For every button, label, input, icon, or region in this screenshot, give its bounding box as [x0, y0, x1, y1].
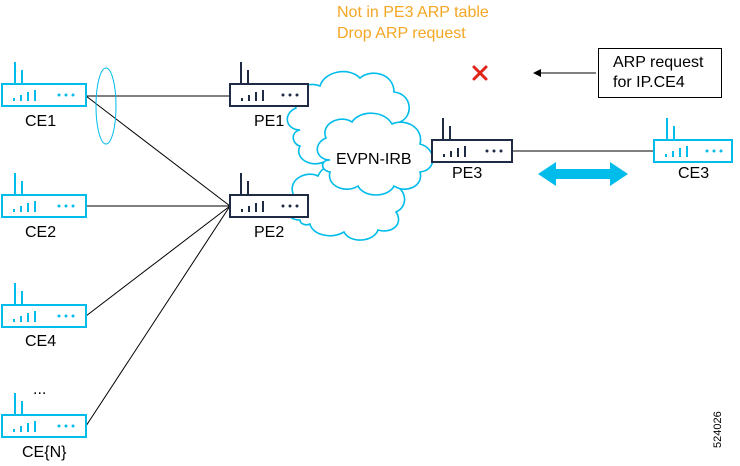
- arp-request-callout: ARP request for IP.CE4: [598, 48, 722, 98]
- multihoming-ellipse: [95, 67, 117, 145]
- bidirectional-arrow-icon: [538, 162, 628, 186]
- drop-x-icon: [472, 65, 488, 81]
- label-pe1: PE1: [254, 113, 285, 130]
- links: [85, 95, 654, 427]
- pe2-router-icon: [229, 173, 309, 218]
- link-ce1-pe2: [85, 95, 231, 207]
- warning-line-1: Not in PE3 ARP table: [337, 4, 489, 21]
- cloud-label: EVPN-IRB: [336, 151, 412, 168]
- callout-line-1: ARP request: [613, 54, 704, 71]
- cen-router-icon: [1, 393, 87, 438]
- label-ce2: CE2: [25, 224, 57, 241]
- callout-line-2: for IP.CE4: [613, 74, 685, 91]
- label-ce4: CE4: [25, 333, 57, 350]
- pe1-router-icon: [229, 62, 309, 107]
- ce3-router-icon: [653, 118, 733, 163]
- evpn-irb-cloud: [284, 70, 434, 241]
- warning-line-2: Drop ARP request: [337, 25, 466, 42]
- link-cen-pe2: [85, 205, 231, 427]
- ce4-router-icon: [1, 283, 87, 328]
- label-ce3: CE3: [678, 165, 710, 182]
- link-ce4-pe2: [85, 205, 231, 317]
- pe3-router-icon: [431, 118, 513, 163]
- label-cen: CE{N}: [22, 444, 67, 461]
- label-pe2: PE2: [254, 224, 285, 241]
- label-ce1: CE1: [25, 113, 57, 130]
- ce2-router-icon: [1, 173, 87, 218]
- figure-number: 524026: [712, 411, 724, 448]
- label-pe3: PE3: [452, 165, 483, 182]
- label-ce-ellipsis: ...: [33, 381, 47, 398]
- ce1-router-icon: [1, 62, 87, 107]
